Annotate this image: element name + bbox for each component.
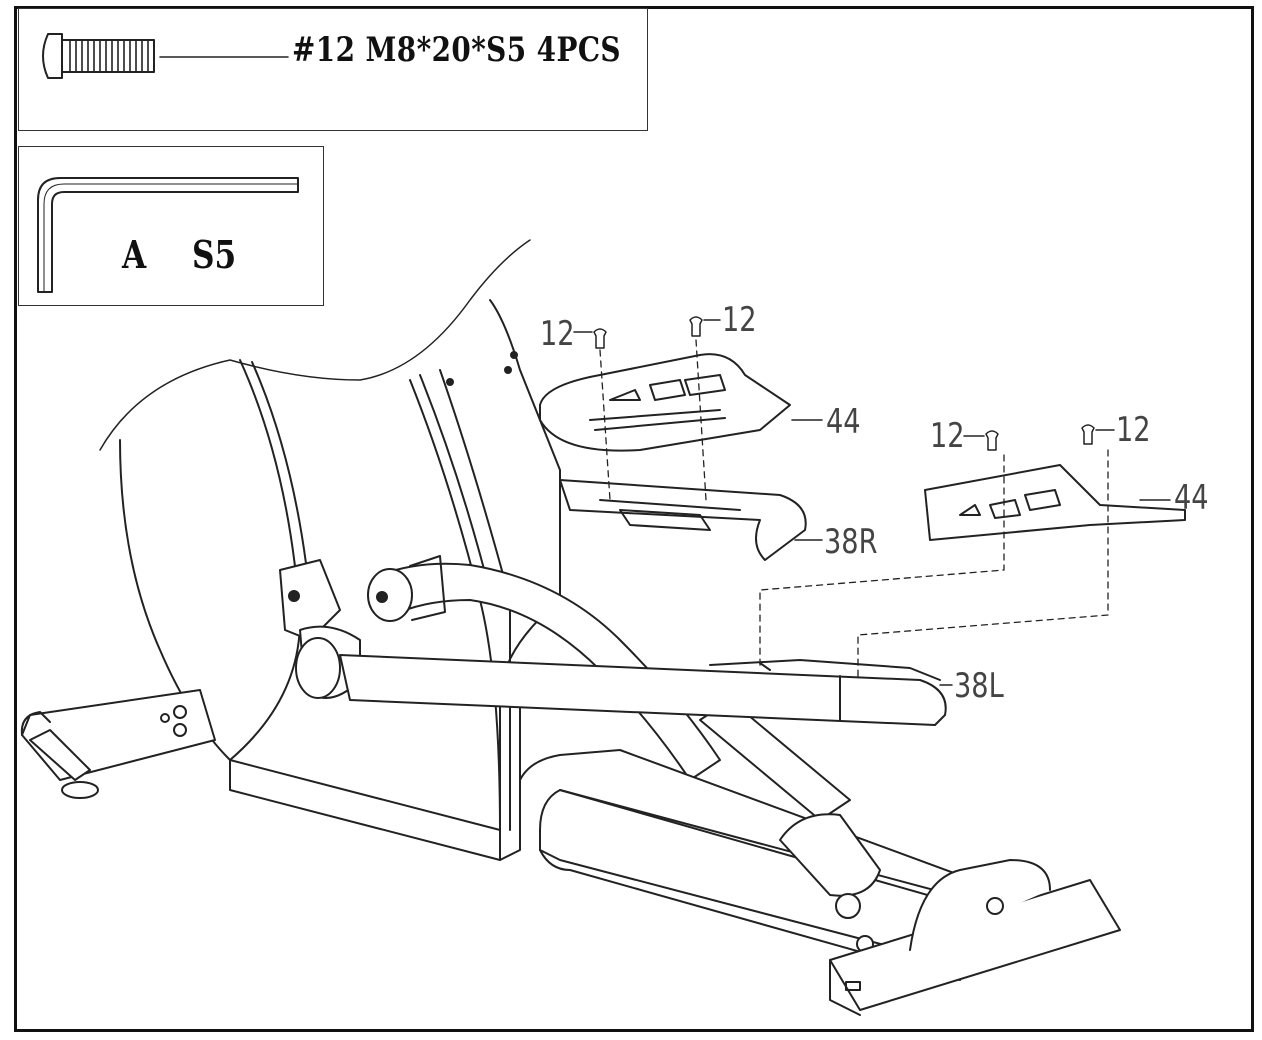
bolt-markers [573, 316, 1171, 686]
callout-bolt-3: 12 [930, 416, 965, 456]
tool-box [18, 146, 324, 306]
callout-pedal-left: 44 [1174, 478, 1209, 518]
alignment-lines [599, 339, 1109, 681]
pedal-left [924, 464, 1186, 541]
tool-code: A [122, 232, 147, 277]
bolt-icon [42, 33, 289, 79]
pedal-arm-right [559, 479, 807, 561]
callout-pedal-right: 44 [826, 402, 861, 442]
callout-arm-left: 38L [954, 666, 1004, 706]
callout-arm-right: 38R [824, 522, 878, 562]
handle-arm [367, 555, 721, 781]
pedal-arm-left [339, 654, 947, 726]
callout-bolt-4: 12 [1116, 410, 1151, 450]
flywheel-housing [99, 239, 561, 861]
callout-bolt-1: 12 [540, 314, 575, 354]
callout-bolt-2: 12 [722, 300, 757, 340]
hardware-label: #12 M8*20*S5 4PCS [292, 30, 621, 70]
front-stabilizer [20, 689, 216, 799]
allen-wrench-icon [37, 177, 299, 293]
page-frame [14, 6, 1254, 1032]
lower-frame [519, 699, 1121, 1016]
tool-size: S5 [192, 232, 237, 277]
pedal-right [539, 353, 791, 452]
